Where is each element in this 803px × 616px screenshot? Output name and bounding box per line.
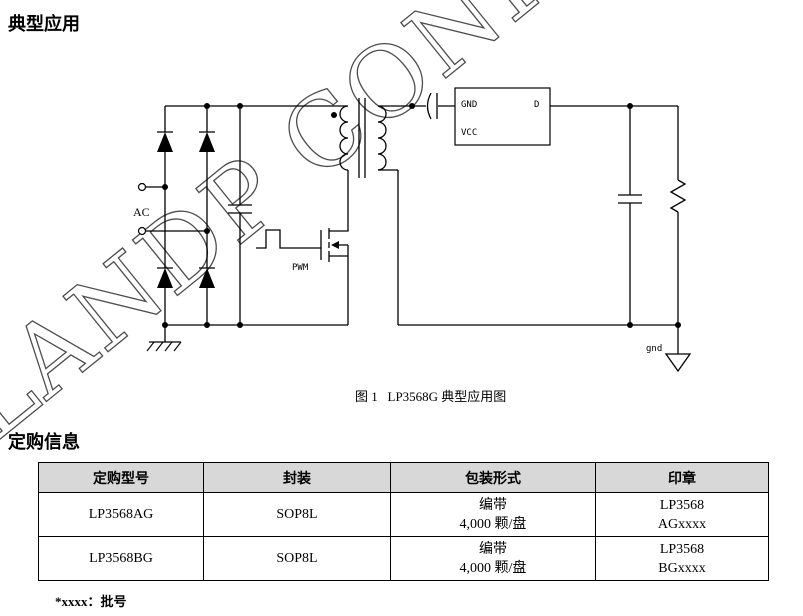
packing-line: 4,000 颗/盘	[459, 560, 527, 576]
ic-block: GND VCC D	[454, 87, 551, 146]
secondary-line	[378, 92, 455, 120]
col-header-model: 定购型号	[38, 462, 204, 493]
pwm-label: PWM	[292, 263, 309, 273]
gnd-label: gnd	[646, 344, 662, 354]
output-network	[378, 105, 687, 326]
output-ground: gnd	[646, 325, 692, 373]
primary-rails	[165, 105, 348, 326]
resistor-icon	[669, 179, 687, 213]
marking-line: AGxxxx	[657, 516, 707, 532]
col-header-package: 封装	[203, 462, 391, 493]
ordering-table: 定购型号 封装 包装形式 印章 LP3568AG SOP8L 编带 4,000 …	[38, 462, 769, 581]
cell-package: SOP8L	[203, 536, 391, 581]
ic-gnd-pin-label: GND	[461, 100, 477, 110]
packing-line: 编带	[479, 497, 507, 513]
packing-line: 4,000 颗/盘	[459, 516, 527, 532]
table-row: LP3568BG SOP8L 编带 4,000 颗/盘 LP3568 BGxxx…	[38, 536, 769, 581]
bulk-capacitor	[228, 106, 252, 325]
ic-d-pin-label: D	[534, 100, 539, 110]
marking-line: LP3568	[659, 541, 705, 557]
application-circuit-diagram: AC	[133, 87, 692, 373]
batch-number-note: *xxxx：批号	[55, 594, 127, 609]
earth-ground-icon	[146, 325, 182, 352]
ac-terminal-bottom	[137, 226, 147, 236]
table-row: LP3568AG SOP8L 编带 4,000 颗/盘 LP3568 AGxxx…	[38, 492, 769, 537]
ac-terminal-top	[137, 182, 147, 192]
ac-label: AC	[133, 205, 150, 219]
marking-line: BGxxxx	[658, 560, 706, 576]
ordering-info-title: 定购信息	[8, 432, 80, 452]
ic-vcc-pin-label: VCC	[461, 128, 477, 138]
ic-outline	[454, 87, 551, 146]
cell-marking: LP3568 BGxxxx	[595, 536, 769, 581]
diode-icon	[199, 268, 215, 288]
diode-icon	[157, 268, 173, 288]
cell-marking: LP3568 AGxxxx	[595, 492, 769, 537]
transformer	[331, 98, 415, 178]
figure-caption: 图 1 LP3568G 典型应用图	[355, 389, 507, 404]
cell-packing: 编带 4,000 颗/盘	[390, 492, 596, 537]
diode-icon	[199, 132, 215, 152]
junction-dots	[162, 103, 681, 328]
col-header-marking: 印章	[595, 462, 769, 493]
typical-application-title: 典型应用	[8, 14, 80, 34]
table-header-row: 定购型号 封装 包装形式 印章	[38, 462, 769, 493]
mosfet: PWM	[256, 170, 349, 325]
cell-model: LP3568BG	[38, 536, 204, 581]
pwm-pulse-icon	[256, 229, 321, 249]
cell-packing: 编带 4,000 颗/盘	[390, 536, 596, 581]
phase-dot-icon	[331, 112, 337, 118]
cell-package: SOP8L	[203, 492, 391, 537]
col-header-packing: 包装形式	[390, 462, 596, 493]
ground-triangle-icon	[664, 353, 692, 373]
diode-icon	[157, 132, 173, 152]
packing-line: 编带	[479, 541, 507, 557]
marking-line: LP3568	[659, 497, 705, 513]
ac-input: AC	[133, 182, 207, 236]
bridge-rectifier	[157, 106, 215, 325]
cell-model: LP3568AG	[38, 492, 204, 537]
mosfet-arrow-icon	[331, 241, 339, 249]
